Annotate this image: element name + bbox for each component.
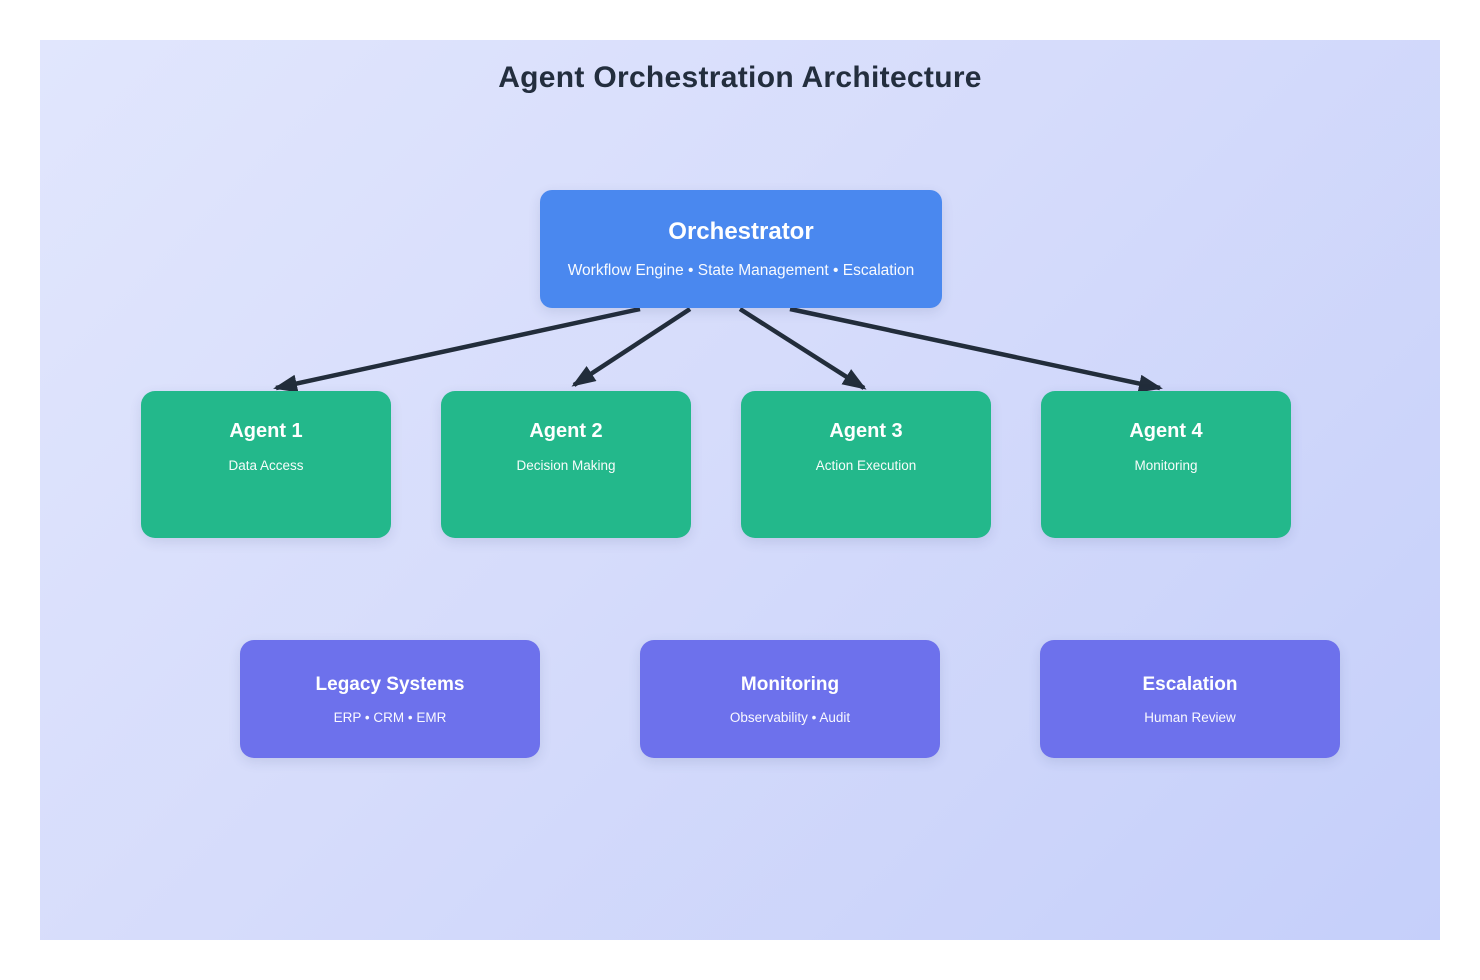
agent-4-title: Agent 4 [1129,420,1203,442]
agent-3-subtitle: Action Execution [815,458,917,473]
legacy-systems-subtitle: ERP • CRM • EMR [333,709,447,725]
page-title: Agent Orchestration Architecture [498,61,982,94]
agent-3-node: Agent 3 Action Execution [741,391,991,538]
escalation-node: Escalation Human Review [1040,640,1340,758]
escalation-title: Escalation [1142,673,1238,695]
legacy-systems-title: Legacy Systems [315,673,465,695]
agent-2-node: Agent 2 Decision Making [441,391,691,538]
monitoring-node: Monitoring Observability • Audit [640,640,940,758]
agent-2-title: Agent 2 [529,420,603,442]
escalation-subtitle: Human Review [1144,709,1236,725]
legacy-systems-node: Legacy Systems ERP • CRM • EMR [240,640,540,758]
agent-4-node: Agent 4 Monitoring [1041,391,1291,538]
agent-1-node: Agent 1 Data Access [141,391,391,538]
agent-2-subtitle: Decision Making [516,458,616,473]
agent-1-title: Agent 1 [229,420,303,442]
orchestrator-node: Orchestrator Workflow Engine • State Man… [540,190,942,308]
monitoring-subtitle: Observability • Audit [729,709,851,725]
agent-4-subtitle: Monitoring [1134,458,1198,473]
monitoring-title: Monitoring [740,673,840,695]
orchestrator-subtitle: Workflow Engine • State Management • Esc… [567,262,915,279]
agent-3-title: Agent 3 [829,420,903,442]
orchestrator-title: Orchestrator [668,218,814,245]
agent-1-subtitle: Data Access [228,458,304,473]
